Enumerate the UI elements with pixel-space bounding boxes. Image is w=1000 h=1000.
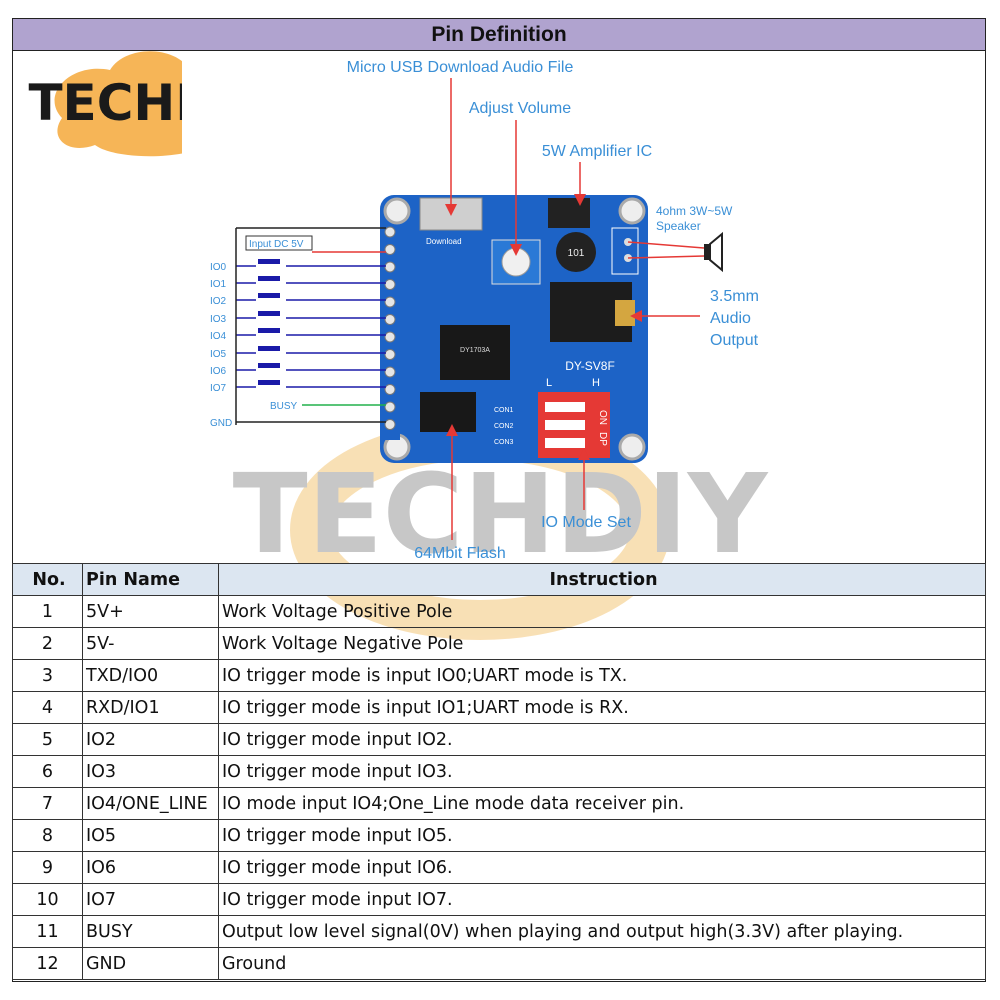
cell-pin-name: IO4/ONE_LINE (82, 787, 219, 820)
cell-no: 1 (12, 595, 83, 628)
cell-no: 11 (12, 915, 83, 948)
page-title: Pin Definition (12, 18, 986, 51)
cell-no: 5 (12, 723, 83, 756)
cell-pin-name: RXD/IO1 (82, 691, 219, 724)
cell-instruction: IO mode input IO4;One_Line mode data rec… (218, 787, 986, 820)
cell-instruction: Output low level signal(0V) when playing… (218, 915, 986, 948)
cell-instruction: IO trigger mode input IO6. (218, 851, 986, 884)
cell-instruction: IO trigger mode input IO3. (218, 755, 986, 788)
cell-no: 6 (12, 755, 83, 788)
cell-instruction: IO trigger mode input IO2. (218, 723, 986, 756)
cell-no: 2 (12, 627, 83, 660)
cell-instruction: IO trigger mode input IO7. (218, 883, 986, 916)
cell-no: 12 (12, 947, 83, 980)
header-pin-name: Pin Name (82, 563, 219, 596)
cell-pin-name: GND (82, 947, 219, 980)
cell-no: 9 (12, 851, 83, 884)
cell-instruction: IO trigger mode is input IO0;UART mode i… (218, 659, 986, 692)
cell-no: 3 (12, 659, 83, 692)
header-no: No. (12, 563, 83, 596)
cell-no: 8 (12, 819, 83, 852)
cell-pin-name: IO6 (82, 851, 219, 884)
cell-no: 4 (12, 691, 83, 724)
cell-instruction: IO trigger mode is input IO1;UART mode i… (218, 691, 986, 724)
cell-instruction: Work Voltage Positive Pole (218, 595, 986, 628)
cell-pin-name: 5V+ (82, 595, 219, 628)
cell-instruction: Ground (218, 947, 986, 980)
header-instruction: Instruction (218, 563, 986, 596)
cell-pin-name: IO7 (82, 883, 219, 916)
cell-no: 7 (12, 787, 83, 820)
cell-pin-name: IO5 (82, 819, 219, 852)
cell-pin-name: TXD/IO0 (82, 659, 219, 692)
cell-instruction: IO trigger mode input IO5. (218, 819, 986, 852)
cell-pin-name: 5V- (82, 627, 219, 660)
table-header-row: No. Pin Name Instruction (12, 563, 986, 596)
cell-pin-name: IO3 (82, 755, 219, 788)
cell-no: 10 (12, 883, 83, 916)
cell-instruction: Work Voltage Negative Pole (218, 627, 986, 660)
cell-pin-name: IO2 (82, 723, 219, 756)
cell-pin-name: BUSY (82, 915, 219, 948)
